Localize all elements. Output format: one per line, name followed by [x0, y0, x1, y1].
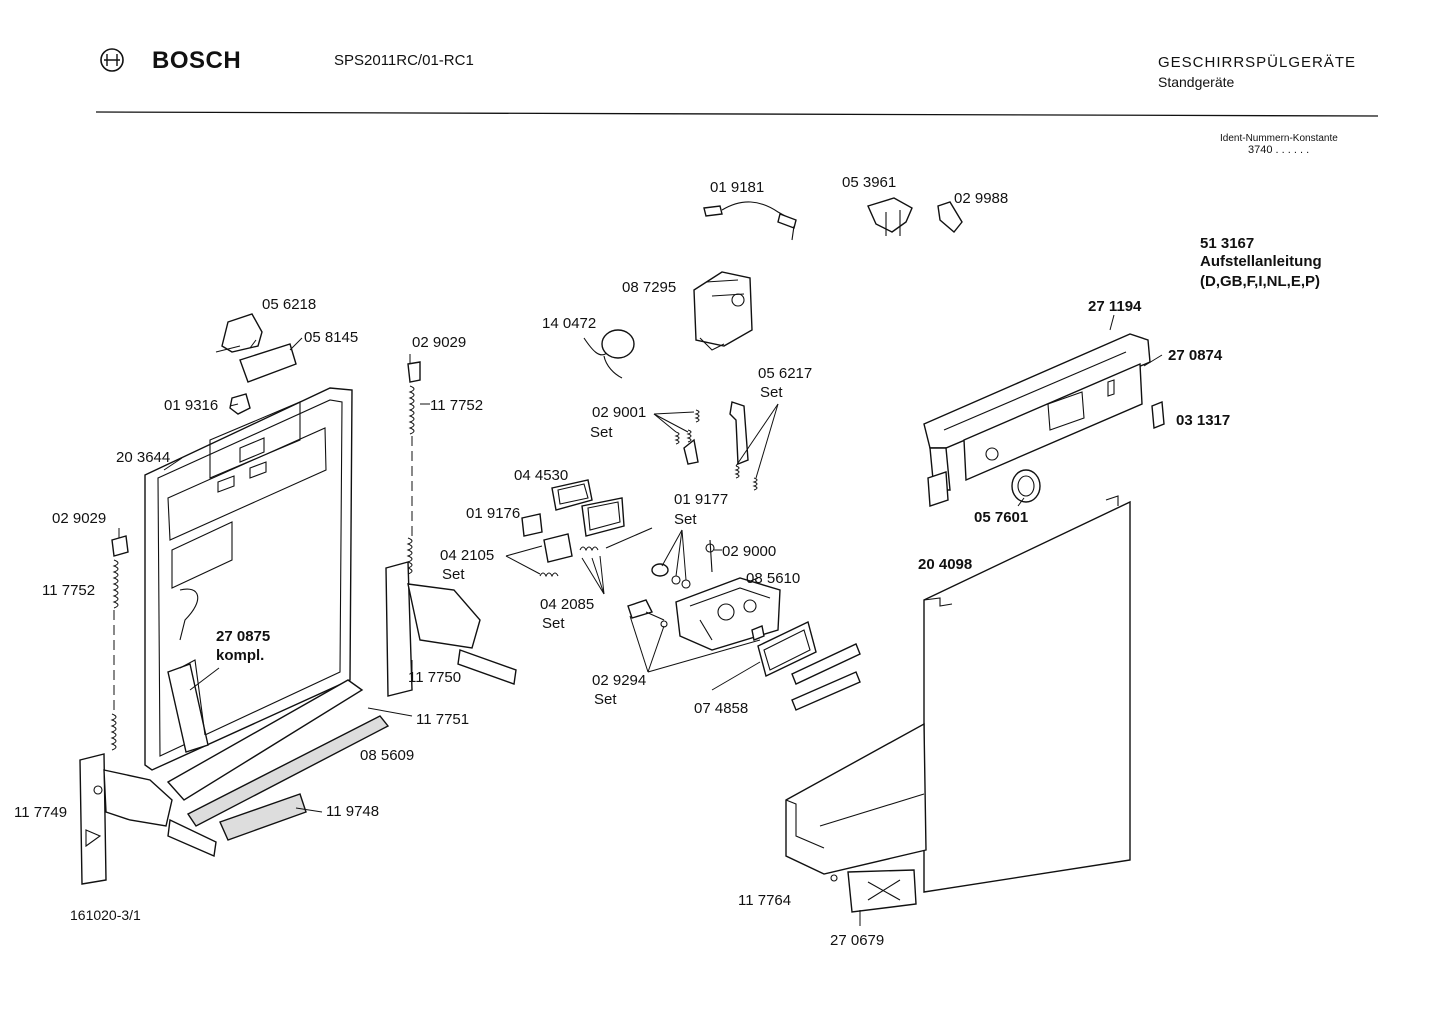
panel-front-270874 [963, 362, 1143, 482]
part-label-042105: 04 2105 [440, 547, 495, 564]
hinge-center [385, 561, 517, 697]
cap-042105 [543, 533, 573, 563]
knob-140472 [583, 329, 635, 379]
door-feet [927, 471, 949, 507]
category-subtitle: Standgeräte [1158, 74, 1235, 90]
part-label-058145: 05 8145 [304, 329, 359, 346]
part-label-117749: 11 7749 [14, 804, 68, 821]
ident-value: 3740 . . . . . . [1248, 144, 1310, 156]
part-label-203644: 20 3644 [116, 449, 171, 466]
lever-056217 [729, 401, 758, 491]
part-label-085610: 08 5610 [746, 570, 801, 587]
clip-031317 [1151, 401, 1165, 429]
part-label-271194: 27 1194 [1088, 298, 1142, 315]
knob-057601 [1011, 469, 1041, 503]
part-label-042085-set: Set [542, 615, 565, 632]
part-label-270875-note: kompl. [216, 647, 265, 664]
header-rule [95, 111, 1379, 117]
part-label-019177: 01 9177 [674, 491, 729, 508]
leader-lines [118, 314, 1163, 926]
valve-019177 [651, 563, 691, 589]
instructions-number: 51 3167 [1200, 235, 1255, 252]
gasket-044530 [551, 479, 593, 511]
part-label-117751: 11 7751 [416, 711, 470, 728]
instructions-languages: (D,GB,F,I,NL,E,P) [1200, 273, 1320, 290]
cap-019176 [521, 513, 543, 537]
latch-assembly [215, 313, 297, 415]
part-label-029294: 02 9294 [592, 672, 647, 689]
part-label-117752-left: 11 7752 [42, 582, 96, 599]
part-label-019177-set: Set [674, 511, 697, 528]
part-label-117750: 11 7750 [408, 669, 462, 686]
part-label-085609: 08 5609 [360, 747, 415, 764]
part-label-029029-left: 02 9029 [52, 510, 107, 527]
bracket-270679 [847, 869, 917, 913]
part-label-270875: 27 0875 [216, 628, 271, 645]
part-label-029294-set: Set [594, 691, 617, 708]
spring-left [110, 535, 129, 751]
part-label-270679: 27 0679 [830, 932, 885, 949]
plinth-117764 [785, 722, 927, 882]
part-label-019316: 01 9316 [164, 397, 219, 414]
clip-029988 [937, 201, 963, 234]
part-label-087295: 08 7295 [622, 279, 677, 296]
model-number: SPS2011RC/01-RC1 [334, 52, 474, 69]
program-switch-087295 [693, 271, 753, 351]
part-label-057601: 05 7601 [974, 509, 1029, 526]
dispenser-085610 [675, 577, 781, 651]
part-label-029029-top: 02 9029 [412, 334, 467, 351]
pin-029000 [705, 539, 715, 573]
part-label-042105-set: Set [442, 566, 465, 583]
instructions-title: Aufstellanleitung [1200, 253, 1322, 270]
part-label-056217: 05 6217 [758, 365, 813, 382]
seal-074858 [757, 621, 817, 677]
part-label-056218: 05 6218 [262, 296, 317, 313]
part-label-074858: 07 4858 [694, 700, 749, 717]
bosch-logo-icon [100, 48, 124, 72]
ident-label: Ident-Nummern-Konstante [1220, 133, 1338, 144]
part-label-053961: 05 3961 [842, 174, 897, 191]
inner-door-frame [144, 387, 353, 771]
part-label-204098: 20 4098 [918, 556, 973, 573]
part-label-029001: 02 9001 [592, 404, 647, 421]
part-label-044530: 04 4530 [514, 467, 569, 484]
lever-029294 [627, 599, 668, 628]
gasket-center [581, 497, 653, 549]
part-label-031317: 03 1317 [1176, 412, 1231, 429]
spring-029001 [674, 409, 700, 465]
part-label-019181: 01 9181 [710, 179, 765, 196]
spring-center [406, 361, 421, 575]
brand-name: BOSCH [152, 47, 242, 74]
drawing-number: 161020-3/1 [70, 907, 141, 923]
category-title: GESCHIRRSPÜLGERÄTE [1158, 54, 1357, 71]
part-label-042085: 04 2085 [540, 596, 595, 613]
part-label-029988: 02 9988 [954, 190, 1009, 207]
spring-042085 [579, 546, 599, 552]
rail-parts [791, 643, 861, 711]
part-label-029001-set: Set [590, 424, 613, 441]
cable-019181 [703, 201, 797, 241]
hinge-left [79, 753, 217, 885]
part-label-119748: 11 9748 [326, 803, 380, 820]
part-label-117764: 11 7764 [738, 892, 792, 909]
part-label-029000: 02 9000 [722, 543, 777, 560]
part-label-056217-set: Set [760, 384, 783, 401]
bottom-strip [166, 679, 390, 841]
part-label-019176: 01 9176 [466, 505, 521, 522]
part-label-140472: 14 0472 [542, 315, 597, 332]
cap-small [751, 625, 765, 641]
part-label-117752-top: 11 7752 [430, 397, 484, 414]
bracket-053961 [867, 197, 913, 236]
spring-042105 [539, 572, 559, 578]
part-label-270874: 27 0874 [1168, 347, 1223, 364]
